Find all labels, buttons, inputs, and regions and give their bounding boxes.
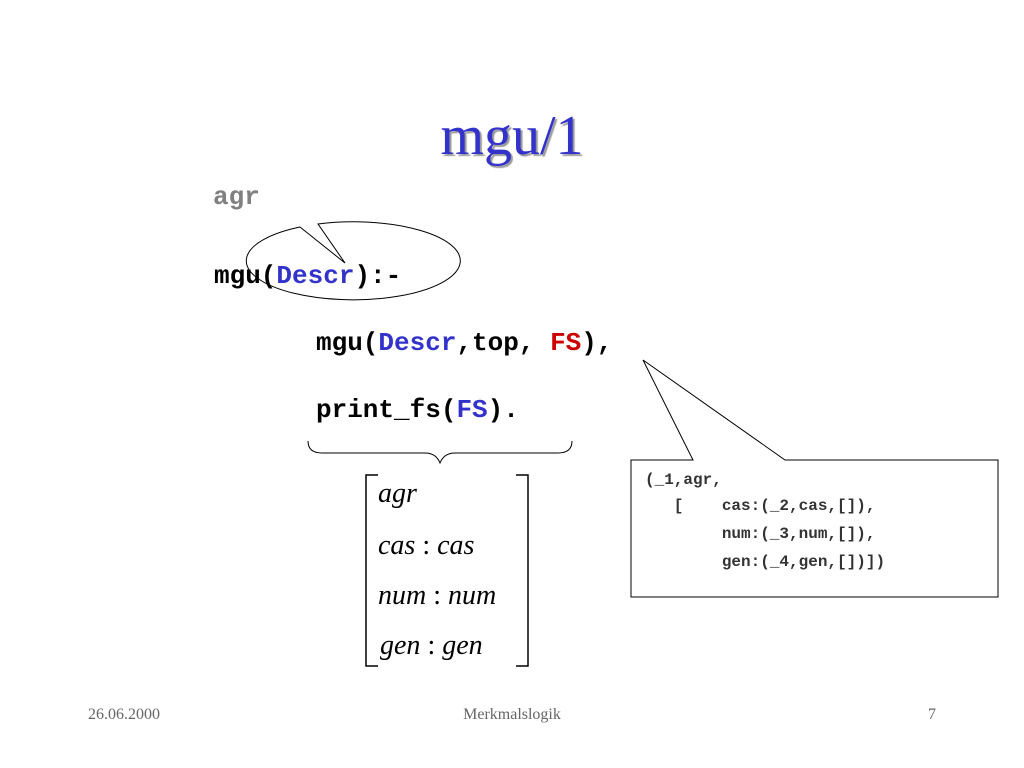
code-text: ), — [581, 328, 613, 358]
right-bracket — [516, 474, 529, 667]
underbrace — [307, 440, 573, 465]
fs-row-num: num : num — [378, 582, 496, 610]
fs-colon: : — [415, 530, 438, 561]
fs-variable: FS — [456, 395, 488, 425]
fs-feature: gen — [380, 630, 421, 661]
code-text: mgu( — [316, 328, 379, 358]
footer-date: 26.06.2000 — [88, 706, 160, 723]
fs-colon: : — [420, 630, 443, 661]
code-text: mgu( — [214, 261, 277, 291]
fs-row-agr: agr — [378, 480, 417, 508]
code-line-2: mgu(Descr,top, FS), — [316, 330, 613, 356]
fs-feature: num — [378, 580, 427, 611]
code-text: ):- — [354, 261, 402, 291]
code-line-3: print_fs(FS). — [316, 397, 519, 423]
term-line: (_1,agr, — [645, 471, 722, 489]
fs-row-cas: cas : cas — [378, 532, 474, 560]
slide-title: mgu/1 — [440, 105, 584, 167]
fs-row-gen: gen : gen — [380, 632, 483, 660]
term-line: num:(_3,num,[]), — [645, 525, 876, 543]
page-number: 7 — [928, 706, 936, 723]
agr-speech-bubble — [245, 221, 461, 301]
fs-colon: : — [426, 580, 449, 611]
descr-variable: Descr — [378, 328, 457, 358]
code-text: ). — [487, 395, 519, 425]
footer-title: Merkmalslogik — [463, 706, 561, 723]
fs-value: cas — [437, 530, 475, 561]
code-line-1: mgu(Descr):- — [214, 263, 401, 289]
left-bracket — [365, 474, 378, 667]
fs-value: gen — [442, 630, 483, 661]
code-text: print_fs( — [316, 395, 457, 425]
fs-value: num — [448, 580, 497, 611]
term-line: [ cas:(_2,cas,[]), — [645, 497, 876, 515]
fs-feature: cas — [378, 530, 416, 561]
descr-variable: Descr — [276, 261, 355, 291]
fs-type: agr — [378, 478, 417, 509]
term-box-callout — [630, 359, 999, 598]
term-line: gen:(_4,gen,[])]) — [645, 553, 886, 571]
fs-variable: FS — [550, 328, 582, 358]
bubble-label: agr — [213, 182, 260, 212]
code-text: ,top, — [456, 328, 551, 358]
